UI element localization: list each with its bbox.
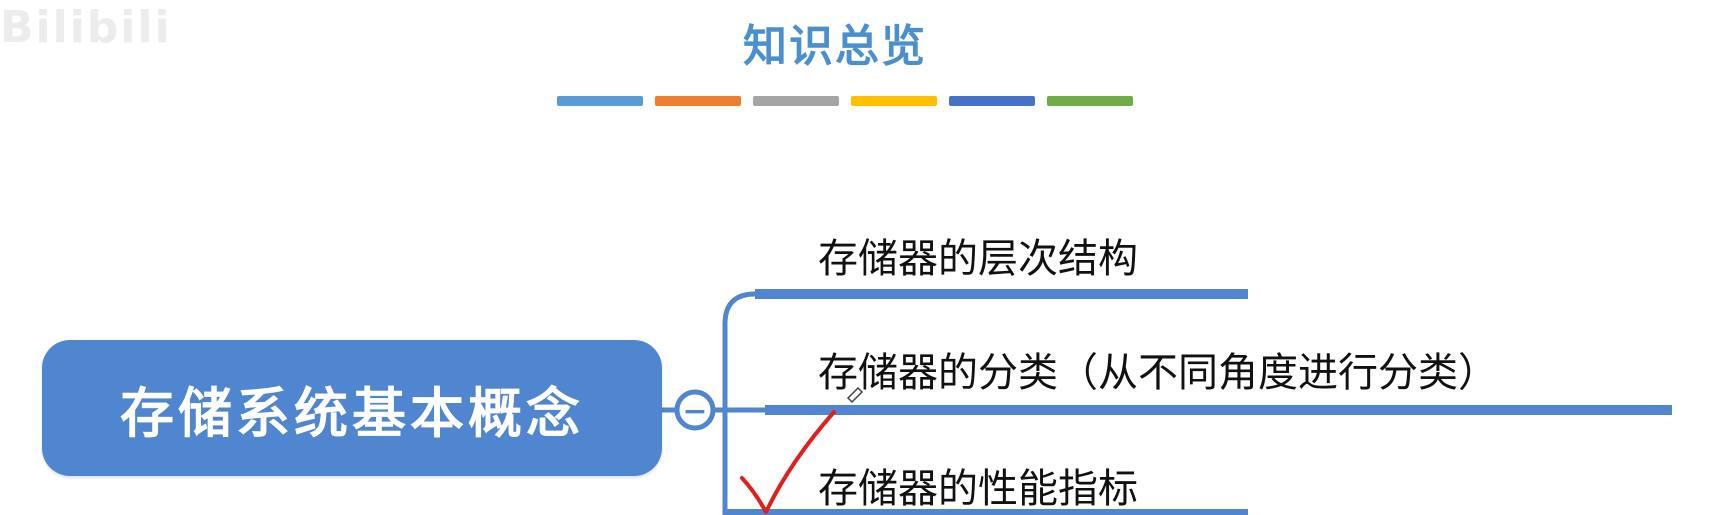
color-bar-5 [949,96,1035,106]
root-node-label: 存储系统基本概念 [120,381,584,445]
root-node[interactable]: 存储系统基本概念 [42,340,662,476]
color-bar-3 [753,96,839,106]
color-bar-4 [851,96,937,106]
check-mark-icon [740,410,836,514]
branch-label-3[interactable]: 存储器的性能指标 [818,466,1138,512]
collapse-button[interactable]: − [674,389,716,431]
slide-title: 知识总览 [743,21,927,72]
branch-label-1[interactable]: 存储器的层次结构 [818,236,1138,282]
color-bar-6 [1047,96,1133,106]
pen-cursor-icon [846,386,864,404]
collapse-symbol: − [682,394,707,429]
bilibili-watermark: Bilibili [0,2,172,53]
color-bar-2 [655,96,741,106]
branch-trunk [722,291,756,515]
branch-label-2[interactable]: 存储器的分类（从不同角度进行分类） [818,350,1498,396]
color-bar-1 [557,96,643,106]
